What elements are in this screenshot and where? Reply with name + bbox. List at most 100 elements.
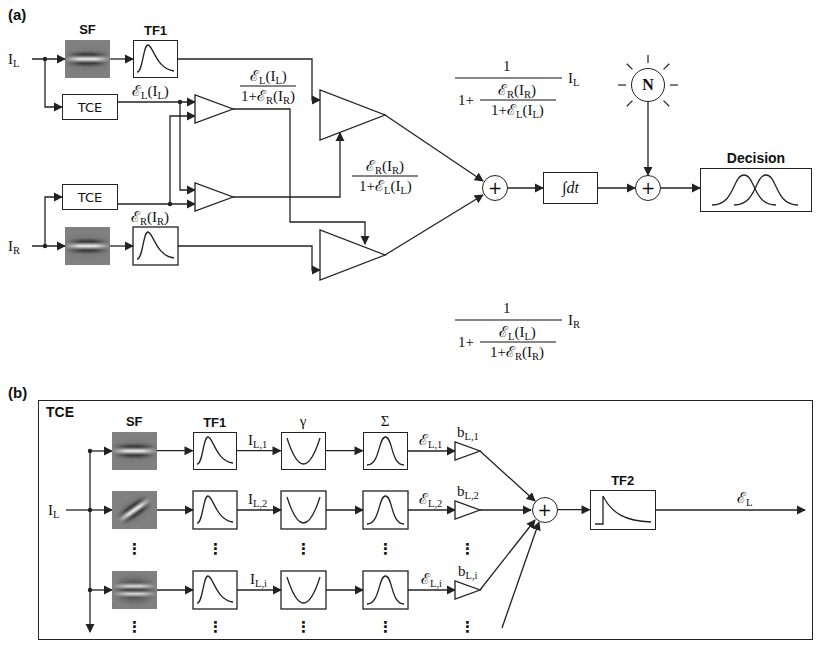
- weight-name: bL,1: [457, 425, 479, 440]
- node-label: TCE: [78, 190, 102, 205]
- node-label: +: [488, 178, 502, 198]
- subscript: R: [532, 351, 539, 362]
- junction-dot: [88, 449, 92, 453]
- wire: [32, 245, 65, 246]
- temporal-filter-curve: [197, 576, 233, 603]
- temporal-filter-curve: [137, 232, 174, 259]
- noise-ray: [627, 64, 633, 70]
- noise-ray: [670, 84, 678, 85]
- gabor-stripes: [112, 571, 157, 609]
- gabor-stripes: [108, 484, 161, 537]
- gabor-stripes: [65, 227, 110, 265]
- temporal-filter-curve: [137, 45, 174, 72]
- noise-ray: [647, 55, 648, 63]
- signal-name: IL,1: [248, 433, 267, 448]
- weight-name: bL,2: [457, 484, 479, 499]
- gabor-stripes: [112, 571, 157, 609]
- subscript: L,2: [465, 490, 479, 501]
- node-heading: TCE: [46, 404, 74, 420]
- ellipsis: ⋮: [127, 620, 142, 635]
- nonlinearity-box: [281, 571, 326, 609]
- nonlinearity-box: [281, 491, 326, 529]
- gabor-stripes: [65, 227, 110, 265]
- junction-dot: [43, 57, 47, 61]
- connector: [661, 187, 700, 188]
- process-box: TCE: [62, 184, 118, 210]
- fraction-bar: [480, 99, 556, 100]
- formula-term: 1+: [458, 335, 474, 350]
- normalization-box: [363, 571, 408, 609]
- connector: [157, 450, 193, 451]
- ellipsis: ⋮: [208, 620, 223, 635]
- temporal-filter-curve: [197, 496, 233, 523]
- node-heading: Σ: [381, 413, 390, 430]
- wire: [118, 101, 195, 102]
- node-label: TCE: [78, 100, 102, 115]
- noise-ray: [664, 64, 670, 70]
- junction-dot: [88, 588, 92, 592]
- wire: [385, 195, 483, 255]
- subscript: L,i: [466, 570, 478, 581]
- junction-dot: [43, 244, 47, 248]
- temporal-filter-curve: [197, 437, 233, 464]
- filter-box: [193, 491, 237, 529]
- ellipsis: ⋮: [296, 542, 311, 557]
- wire: [66, 509, 90, 510]
- wire: [326, 509, 363, 510]
- wire: [170, 116, 195, 204]
- formula-term: ℰR(IR): [366, 159, 404, 174]
- nonlinearity-curve: [287, 438, 320, 464]
- wire: [157, 509, 193, 510]
- wire: [110, 245, 133, 246]
- normalization-box: Σ: [363, 432, 408, 470]
- gabor-stripes: [112, 432, 157, 470]
- amplifier-triangle: [320, 90, 385, 140]
- subscript: L: [157, 90, 163, 101]
- formula-term: 1: [503, 59, 511, 74]
- subscript: L: [53, 509, 59, 520]
- wire: [180, 102, 195, 190]
- ellipsis: ⋮: [460, 542, 475, 557]
- subscript: L,i: [255, 578, 267, 589]
- decision-distribution: [712, 175, 776, 205]
- wire: [656, 509, 805, 510]
- connector: [508, 187, 543, 188]
- ellipsis: ⋮: [460, 620, 475, 635]
- subscript: L,2: [428, 498, 442, 509]
- subscript: L: [259, 75, 265, 86]
- temporal-filter-curve: [595, 496, 651, 524]
- wire: [178, 246, 320, 270]
- weight-triangle: [455, 501, 480, 519]
- gabor-patch: [112, 432, 157, 470]
- wire: [90, 589, 112, 590]
- noise-source: N: [631, 68, 665, 102]
- wire: [408, 589, 455, 590]
- formula-term: IL: [568, 71, 579, 86]
- weight-triangle: [455, 581, 480, 599]
- wire: [408, 450, 455, 451]
- formula-term: 1+ℰR(IR): [490, 345, 544, 360]
- formula-term: 1+ℰR(IR): [241, 89, 295, 104]
- junction-dot: [168, 202, 172, 206]
- sum-node: +: [532, 497, 558, 523]
- amplifier-triangle: [320, 230, 385, 280]
- subscript: R: [266, 95, 273, 106]
- weight-triangle: [455, 442, 480, 460]
- normalization-curve: [367, 496, 404, 524]
- signal-name: ℰL,1: [419, 433, 442, 448]
- subscript: L: [524, 331, 530, 342]
- wire: [89, 451, 90, 632]
- signal-name: ℰL(IL): [132, 84, 169, 99]
- subscript: R: [507, 89, 514, 100]
- node-heading: TF1: [203, 415, 226, 430]
- nonlinearity-box: γ: [281, 432, 326, 470]
- fraction-bar: [455, 319, 562, 320]
- gabor-stripes: [108, 484, 161, 537]
- subscript: L,1: [253, 439, 267, 450]
- gabor-filter: SF: [112, 432, 157, 470]
- filter-box: [133, 227, 178, 265]
- integrator-box: ∫dt: [543, 172, 598, 204]
- sum-node: +: [482, 175, 508, 201]
- decision-distribution: [734, 175, 798, 205]
